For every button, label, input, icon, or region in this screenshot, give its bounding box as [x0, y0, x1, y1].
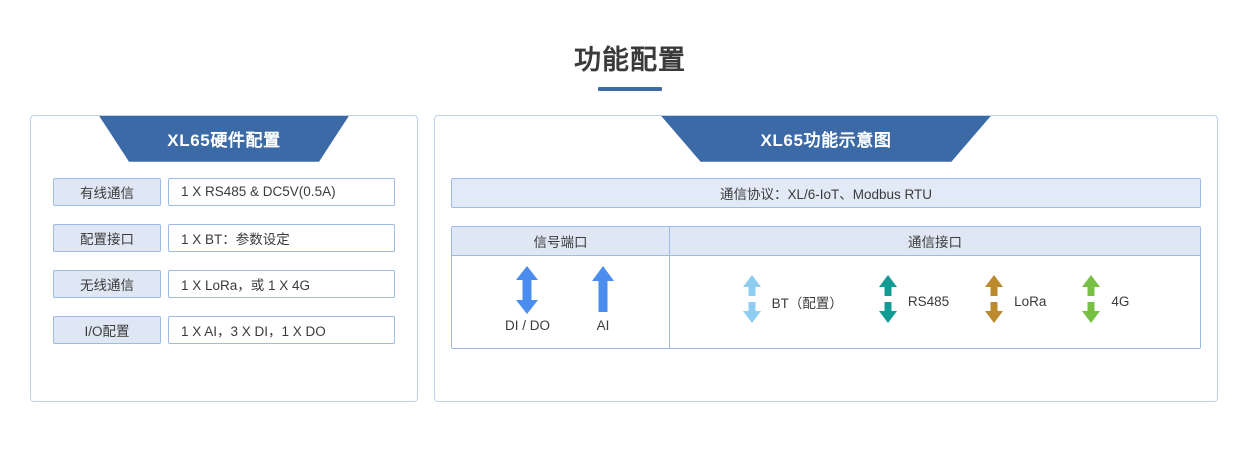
io-header-signal-port: 信号端口 — [452, 226, 670, 255]
spec-key: 无线通信 — [53, 269, 161, 298]
double-arrow-vertical-icon — [514, 265, 540, 315]
spec-value: 1 X RS485 & DC5V(0.5A) — [168, 177, 395, 206]
spec-row: 无线通信 1 X LoRa，或 1 X 4G — [53, 269, 395, 298]
comm-port-label: BT（配置） — [771, 295, 843, 311]
signal-port-item-di-do: DI / DO — [505, 265, 550, 333]
comm-port-item-lora: LoRa — [983, 275, 1046, 328]
comm-port-list: BT（配置） RS485 — [670, 275, 1200, 328]
protocol-bar: 通信协议：XL/6-IoT、Modbus RTU — [451, 177, 1201, 208]
split-arrow-vertical-icon — [741, 275, 763, 328]
hardware-config-banner: XL65硬件配置 — [99, 115, 349, 162]
function-diagram-body: 通信协议：XL/6-IoT、Modbus RTU 信号端口 通信接口 — [435, 116, 1217, 349]
hardware-spec-list: 有线通信 1 X RS485 & DC5V(0.5A) 配置接口 1 X BT：… — [31, 116, 417, 344]
split-arrow-vertical-icon — [1080, 275, 1102, 328]
spec-row: 有线通信 1 X RS485 & DC5V(0.5A) — [53, 177, 395, 206]
signal-port-cell: DI / DO AI — [452, 255, 670, 348]
spec-key: I/O配置 — [53, 315, 161, 344]
io-table-body-row: DI / DO AI — [452, 255, 1200, 348]
page-title-section: 功能配置 — [0, 0, 1260, 91]
spec-row: I/O配置 1 X AI，3 X DI，1 X DO — [53, 315, 395, 344]
comm-port-item-rs485: RS485 — [877, 275, 949, 328]
io-table: 信号端口 通信接口 — [451, 225, 1201, 349]
signal-port-list: DI / DO AI — [505, 265, 616, 339]
io-header-comm-port: 通信接口 — [908, 234, 962, 250]
comm-port-item-4g: 4G — [1080, 275, 1129, 328]
title-underline-rule — [598, 86, 662, 91]
signal-port-label: AI — [596, 317, 610, 333]
signal-port-label: DI / DO — [504, 317, 550, 333]
signal-port-item-ai: AI — [590, 265, 616, 333]
function-diagram-panel: XL65功能示意图 通信协议：XL/6-IoT、Modbus RTU 信号端口 … — [434, 114, 1218, 402]
panels-container: XL65硬件配置 有线通信 1 X RS485 & DC5V(0.5A) 配置接… — [0, 91, 1260, 402]
comm-port-label: RS485 — [907, 294, 950, 310]
arrow-up-icon — [590, 265, 616, 315]
spec-row: 配置接口 1 X BT：参数设定 — [53, 223, 395, 252]
hardware-config-panel: XL65硬件配置 有线通信 1 X RS485 & DC5V(0.5A) 配置接… — [30, 114, 418, 402]
function-diagram-banner-label: XL65功能示意图 — [760, 131, 892, 151]
spec-key: 有线通信 — [53, 177, 161, 206]
spec-key: 配置接口 — [53, 223, 161, 252]
page-title: 功能配置 — [574, 45, 686, 75]
spec-value: 1 X BT：参数设定 — [168, 223, 395, 252]
io-table-header-row: 信号端口 通信接口 — [452, 226, 1200, 256]
spec-value: 1 X AI，3 X DI，1 X DO — [168, 315, 395, 344]
function-diagram-banner: XL65功能示意图 — [661, 115, 991, 162]
split-arrow-vertical-icon — [983, 275, 1005, 328]
protocol-label: 通信协议：XL/6-IoT、Modbus RTU — [719, 186, 933, 202]
comm-port-label: LoRa — [1014, 294, 1047, 310]
comm-port-cell: BT（配置） RS485 — [670, 256, 1200, 348]
split-arrow-vertical-icon — [877, 275, 899, 328]
comm-port-label: 4G — [1111, 294, 1130, 310]
comm-port-item-bt: BT（配置） — [741, 275, 843, 328]
hardware-config-banner-label: XL65硬件配置 — [167, 131, 281, 151]
spec-value: 1 X LoRa，或 1 X 4G — [168, 269, 395, 298]
